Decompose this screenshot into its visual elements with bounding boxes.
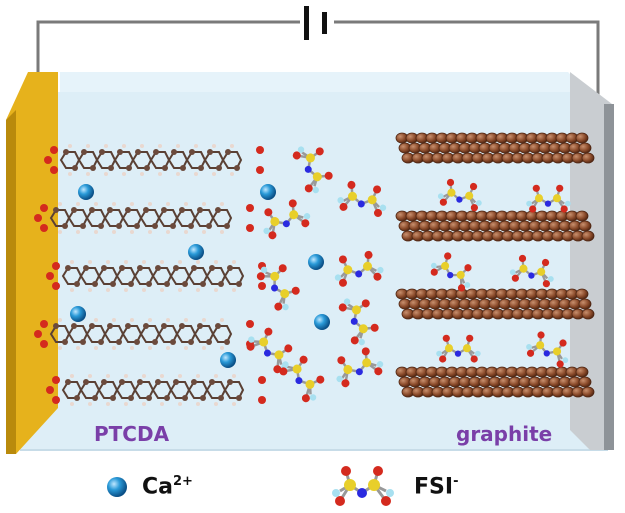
ptcda-molecule bbox=[34, 318, 254, 350]
graphite-sheet bbox=[395, 366, 595, 398]
circuit-wire bbox=[36, 20, 300, 72]
battery-symbol-icon bbox=[304, 6, 327, 40]
external-circuit bbox=[36, 6, 600, 102]
fsi-anion bbox=[256, 264, 300, 311]
ca-ion-symbol: Ca bbox=[142, 474, 173, 500]
ca-ion bbox=[308, 254, 324, 270]
fsi-anion bbox=[437, 178, 482, 212]
ptcda-molecule bbox=[46, 260, 266, 292]
ptcda-label: PTCDA bbox=[94, 422, 170, 446]
ca-ion bbox=[70, 306, 86, 322]
graphite-sheet bbox=[395, 288, 595, 320]
fsi-anion bbox=[509, 254, 554, 288]
ca-ion bbox=[220, 352, 236, 368]
right-electrode bbox=[570, 72, 614, 450]
graphite-label: graphite bbox=[456, 422, 553, 446]
fsi-anion-icon bbox=[332, 466, 394, 506]
graphite-sheet bbox=[395, 210, 595, 242]
fsi-anion-label: FSI- bbox=[414, 474, 458, 499]
fsi-anion bbox=[279, 355, 325, 403]
electrolyte-region bbox=[20, 92, 608, 450]
ca-ion-charge: 2+ bbox=[173, 474, 193, 489]
ca-ion bbox=[260, 184, 276, 200]
ptcda-molecule bbox=[44, 144, 264, 176]
fsi-anion bbox=[526, 184, 571, 213]
graphite-stack bbox=[395, 132, 595, 398]
fsi-anion bbox=[430, 252, 472, 292]
ca-ion-icon bbox=[107, 477, 127, 497]
electrolyte-cell bbox=[20, 72, 608, 451]
ca-ions bbox=[70, 184, 330, 368]
graphite-sheet bbox=[395, 132, 595, 164]
ca-ion-label: Ca2+ bbox=[142, 474, 193, 499]
legend bbox=[107, 466, 394, 506]
fsi-anion bbox=[263, 199, 311, 240]
ptcda-stack bbox=[34, 144, 266, 406]
fsi-anion bbox=[336, 347, 384, 388]
ca-ion bbox=[78, 184, 94, 200]
fsi-anion bbox=[334, 250, 384, 287]
ptcda-molecule bbox=[34, 202, 254, 234]
fsi-anion bbox=[246, 327, 293, 374]
fsi-anions bbox=[246, 146, 571, 403]
ca-ion bbox=[188, 244, 204, 260]
fsi-anion bbox=[292, 146, 333, 194]
ca-ion bbox=[314, 314, 330, 330]
fsi-anion bbox=[338, 298, 379, 346]
fsi-anion bbox=[337, 180, 387, 217]
fsi-anion bbox=[526, 331, 569, 368]
fsi-anion bbox=[436, 334, 481, 363]
left-electrode bbox=[6, 72, 58, 454]
circuit-wire bbox=[334, 20, 600, 102]
fsi-anion-charge: - bbox=[453, 474, 459, 489]
ptcda-molecule bbox=[46, 374, 266, 406]
fsi-anion-symbol: FSI bbox=[414, 474, 454, 500]
